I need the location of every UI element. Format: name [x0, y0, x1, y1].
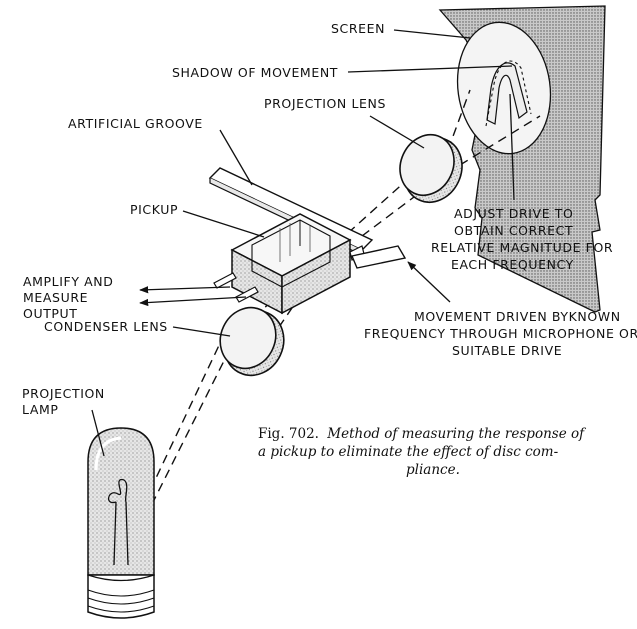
arrow-movement [407, 261, 451, 303]
label-adjust-drive-2: OBTAIN CORRECT [454, 223, 573, 238]
pickup-internal-block [251, 219, 331, 288]
label-projection-lens: PROJECTION LENS [264, 96, 386, 111]
label-artificial-groove: ARTIFICIAL GROOVE [68, 116, 203, 131]
lamp-base [87, 574, 155, 619]
screen [438, 5, 606, 313]
leader-shadow [347, 65, 513, 73]
label-projection-lamp-2: LAMP [22, 402, 59, 417]
label-condenser-lens: CONDENSER LENS [44, 319, 168, 334]
caption-line-1: Fig. 702. Method of measuring the respon… [258, 426, 586, 442]
pickup [213, 213, 352, 315]
projection-lens [399, 134, 463, 203]
label-movement-driven-1: MOVEMENT DRIVEN BYKNOWN [414, 309, 621, 324]
leader-lamp [91, 409, 105, 457]
condenser-lens [219, 306, 285, 377]
label-adjust-drive-3: RELATIVE MAGNITUDE FOR [431, 240, 613, 255]
leader-pickup [182, 210, 265, 238]
caption-line-2: a pickup to eliminate the effect of disc… [258, 444, 559, 460]
leader-screen [393, 29, 471, 39]
stylus-assembly [349, 245, 407, 269]
labels: SCREEN SHADOW OF MOVEMENT PROJECTION LEN… [22, 21, 637, 417]
leader-adjust-drive [509, 93, 515, 201]
projection-lamp [87, 427, 155, 619]
arrow-output-2 [139, 296, 247, 307]
caption-fig-label: Fig. 702. [258, 426, 319, 442]
leader-lines [91, 29, 515, 457]
label-adjust-drive-1: ADJUST DRIVE TO [454, 206, 573, 221]
screen-spot [456, 21, 552, 155]
label-adjust-drive-4: EACH FREQUENCY [451, 257, 574, 272]
shadow-shape [486, 62, 528, 125]
lamp-filament [108, 478, 129, 566]
label-amplify-3: OUTPUT [23, 306, 78, 321]
label-screen: SCREEN [331, 21, 385, 36]
label-amplify-2: MEASURE [23, 290, 88, 305]
caption-line-3: pliance. [406, 462, 460, 478]
figure-caption: Fig. 702. Method of measuring the respon… [258, 426, 586, 478]
label-amplify-1: AMPLIFY AND [23, 274, 113, 289]
leader-projection-lens [369, 115, 425, 149]
arrow-output-1 [139, 286, 231, 294]
arrows [139, 261, 451, 307]
caption-text-1: Method of measuring the response of [326, 426, 586, 442]
label-movement-driven-2: FREQUENCY THROUGH MICROPHONE OR [364, 326, 637, 341]
drive-member [351, 245, 407, 269]
label-pickup: PICKUP [130, 202, 178, 217]
leader-groove [219, 129, 253, 186]
output-pins [213, 272, 259, 303]
leader-condenser [172, 326, 231, 337]
label-projection-lamp-1: PROJECTION [22, 386, 105, 401]
label-shadow-of-movement: SHADOW OF MOVEMENT [172, 65, 338, 80]
label-movement-driven-3: SUITABLE DRIVE [452, 343, 562, 358]
